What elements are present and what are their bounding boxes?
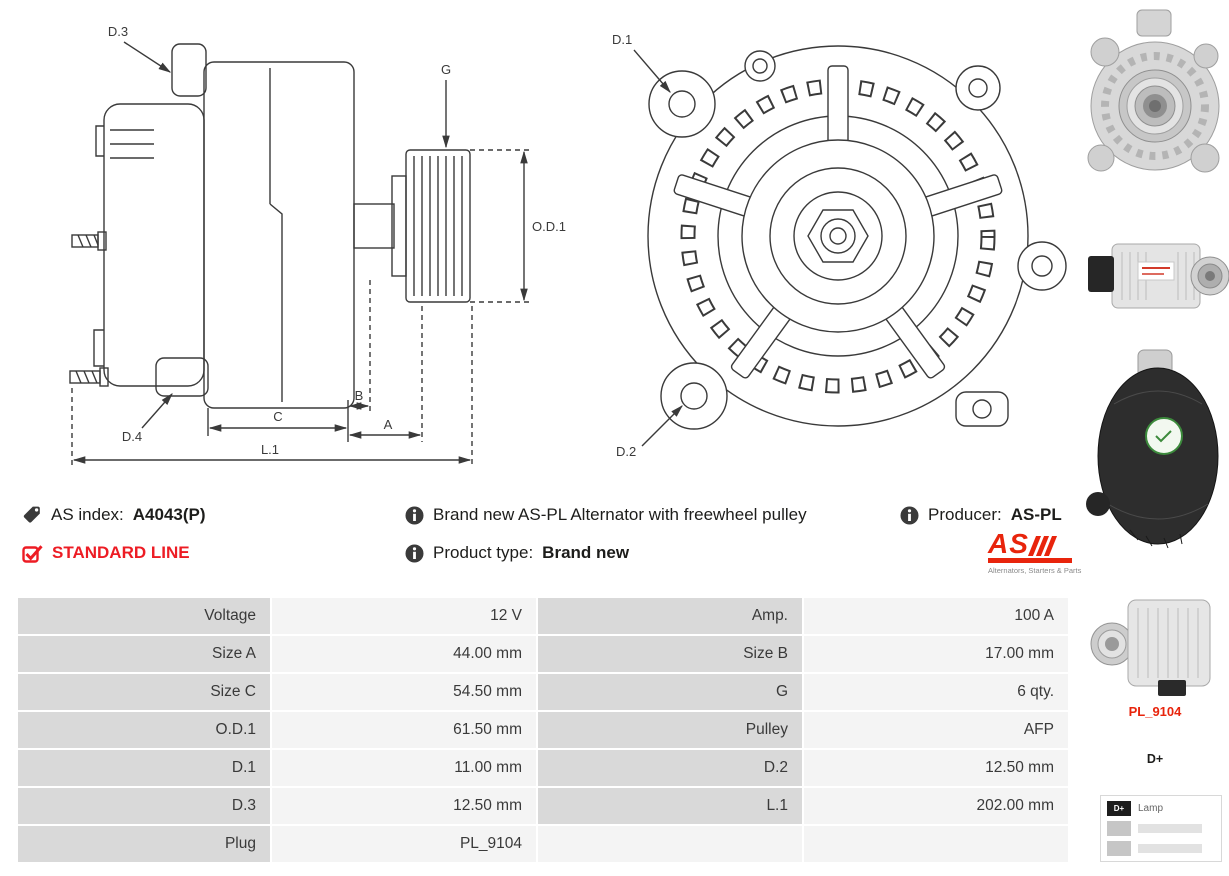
spec-value: 202.00 mm — [804, 788, 1068, 824]
dim-label-c: C — [273, 409, 282, 424]
spec-label: Size A — [18, 636, 270, 672]
spec-value — [804, 826, 1068, 862]
plug-pin-chip — [1107, 841, 1131, 856]
plug-pin-row — [1107, 821, 1215, 836]
dim-label-d4: D.4 — [122, 429, 142, 444]
spec-label: Amp. — [538, 598, 802, 634]
producer-row: Producer: AS-PL — [900, 505, 1062, 525]
spec-value: 17.00 mm — [804, 636, 1068, 672]
plug-pin-stripe — [1138, 824, 1202, 833]
as-index-value: A4043(P) — [132, 505, 206, 524]
as-index-label: AS index: — [51, 505, 124, 524]
plug-pin-row — [1107, 841, 1215, 856]
logo-underline — [988, 558, 1072, 563]
spec-value — [538, 826, 802, 862]
spec-value: 11.00 mm — [272, 750, 536, 786]
dim-label-g: G — [441, 62, 451, 77]
spec-label: D.2 — [538, 750, 802, 786]
product-photo-side — [1088, 243, 1229, 309]
plug-pin-chip — [1107, 821, 1131, 836]
logo-tagline: Alternators, Starters & Parts — [988, 566, 1082, 575]
dim-label-d1: D.1 — [612, 32, 632, 47]
spec-value: 12.50 mm — [804, 750, 1068, 786]
terminal-label: D+ — [1146, 752, 1164, 766]
spec-value: PL_9104 — [272, 826, 536, 862]
spec-value: 12.50 mm — [272, 788, 536, 824]
tag-icon — [22, 505, 42, 525]
spec-label: Size C — [18, 674, 270, 710]
product-type-value: Brand new — [542, 543, 630, 562]
dim-label-b: B — [355, 388, 364, 403]
product-photo-front — [1087, 9, 1220, 173]
product-photo-rear — [1086, 349, 1219, 549]
spec-label: G — [538, 674, 802, 710]
product-type-row: Product type: Brand new — [405, 543, 629, 563]
spec-table: Voltage 12 V Amp. 100 A Size A 44.00 mm … — [18, 598, 1068, 862]
dim-label-d2: D.2 — [616, 444, 636, 459]
product-photo-side-small — [1090, 599, 1211, 696]
spec-label: Voltage — [18, 598, 270, 634]
plug-pin-stripe — [1138, 844, 1202, 853]
alternator-front-view-drawing: D.1 D.2 — [612, 32, 1067, 459]
as-pl-logo-text: AS — [988, 528, 1029, 559]
dim-label-a: A — [384, 417, 393, 432]
description-row: Brand new AS-PL Alternator with freewhee… — [405, 505, 807, 525]
info-icon — [900, 506, 919, 525]
spec-value: 100 A — [804, 598, 1068, 634]
spec-value: 12 V — [272, 598, 536, 634]
as-pl-logo: AS Alternators, Starters & Parts — [988, 528, 1082, 575]
spec-value: 44.00 mm — [272, 636, 536, 672]
standard-line-label: STANDARD LINE — [52, 543, 190, 562]
product-type-label: Product type: — [433, 543, 534, 562]
plug-pinout-legend: D+ Lamp — [1100, 795, 1222, 862]
description-text: Brand new AS-PL Alternator with freewhee… — [433, 505, 807, 524]
checkbox-checked-icon — [22, 543, 43, 563]
info-icon — [405, 544, 424, 563]
producer-value: AS-PL — [1010, 505, 1062, 524]
spec-label: D.1 — [18, 750, 270, 786]
spec-label: L.1 — [538, 788, 802, 824]
dim-label-l1: L.1 — [261, 442, 279, 457]
plug-pin-chip: D+ — [1107, 801, 1131, 816]
plug-pin-row: D+ Lamp — [1107, 801, 1215, 816]
spec-label: O.D.1 — [18, 712, 270, 748]
producer-label: Producer: — [928, 505, 1002, 524]
spec-value: 54.50 mm — [272, 674, 536, 710]
spec-label: D.3 — [18, 788, 270, 824]
as-index-row: AS index: A4043(P) — [22, 505, 206, 525]
spec-label: Size B — [538, 636, 802, 672]
plug-pin-desc: Lamp — [1138, 803, 1164, 814]
info-icon — [405, 506, 424, 525]
standard-line-row: STANDARD LINE — [22, 543, 190, 563]
spec-label: Plug — [18, 826, 270, 862]
alternator-side-view-drawing: D.3 G O.D.1 D.4 C B A L.1 — [69, 24, 566, 466]
plug-code-label: PL_9104 — [1128, 704, 1182, 719]
spec-value: AFP — [804, 712, 1068, 748]
spec-label: Pulley — [538, 712, 802, 748]
spec-value: 6 qty. — [804, 674, 1068, 710]
dim-label-od1: O.D.1 — [532, 219, 566, 234]
dim-label-d3: D.3 — [108, 24, 128, 39]
spec-value: 61.50 mm — [272, 712, 536, 748]
